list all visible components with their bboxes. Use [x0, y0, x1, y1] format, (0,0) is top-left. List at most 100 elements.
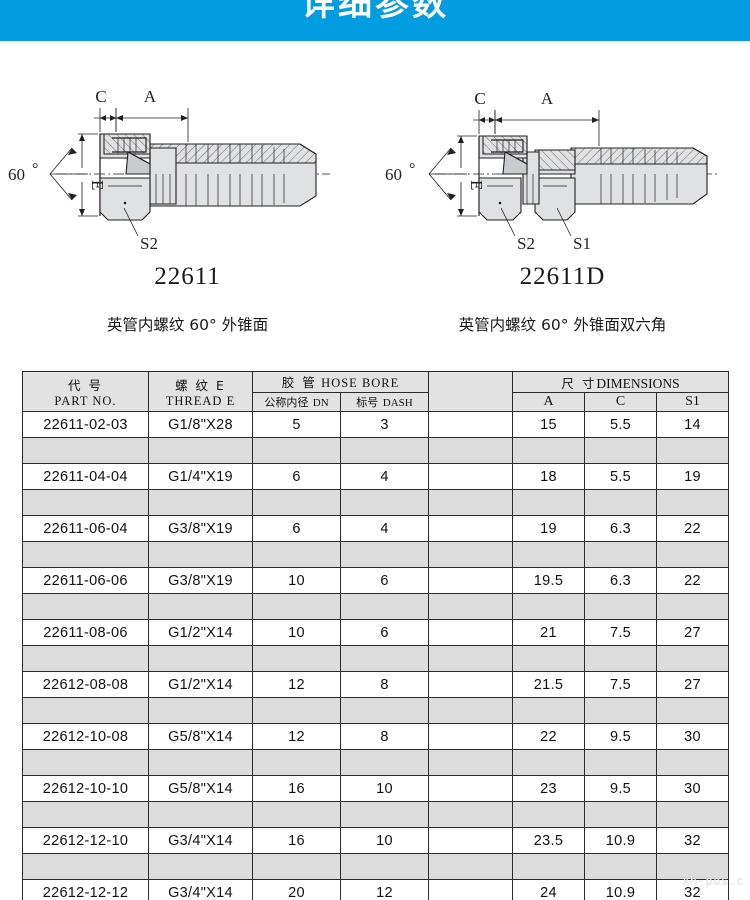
spacer-cell: [339, 749, 430, 776]
column-header-dimensions-cn: 尺 寸: [561, 375, 597, 391]
diagram-section: 60 ° E C A: [0, 41, 750, 350]
cell-dim-a: 15: [512, 411, 586, 438]
cell-part-no: 22611-08-06: [22, 619, 149, 646]
spacer-cell: [584, 489, 658, 516]
spacer-cell: [22, 541, 149, 568]
cell-dn: 12: [252, 671, 341, 698]
angle-label-left: 60: [8, 165, 25, 184]
specifications-table: 代 号 PART NO. 螺 纹 E THREAD E 胶 管 HOSE BOR…: [22, 371, 730, 900]
cell-blank: [428, 515, 514, 542]
column-header-s1: S1: [656, 392, 730, 412]
cell-dash: 8: [339, 723, 430, 750]
column-header-part-no-en: PART NO.: [54, 393, 117, 408]
column-header-dn-en: DN: [312, 397, 329, 409]
cell-thread: G3/8"X19: [148, 515, 253, 542]
column-header-part-no-cn: 代 号: [68, 377, 103, 393]
spacer-cell: [512, 437, 586, 464]
spacer-cell: [428, 801, 514, 828]
cell-thread: G5/8"X14: [148, 723, 253, 750]
spacer-cell: [339, 853, 430, 880]
cell-dim-a: 23: [512, 775, 586, 802]
cell-part-no: 22611-06-04: [22, 515, 149, 542]
cell-dn: 16: [252, 827, 341, 854]
cell-dash: 3: [339, 411, 430, 438]
spacer-cell: [252, 801, 341, 828]
cell-dim-c: 10.9: [584, 879, 658, 900]
page-banner: 详细参数: [0, 0, 750, 41]
cell-dim-a: 18: [512, 463, 586, 490]
column-header-hose-bore-en: HOSE BORE: [321, 376, 400, 390]
cell-dn: 10: [252, 567, 341, 594]
cell-part-no: 22611-06-06: [22, 567, 149, 594]
cell-dim-c: 9.5: [584, 723, 658, 750]
column-header-dash-en: DASH: [382, 397, 413, 409]
spacer-cell: [428, 489, 514, 516]
table-spacer-row: [22, 645, 730, 672]
spacer-cell: [428, 437, 514, 464]
spacer-cell: [22, 489, 149, 516]
dimension-label-s1-right: S1: [573, 234, 591, 253]
cell-blank: [428, 879, 514, 900]
cell-blank: [428, 411, 514, 438]
spacer-cell: [22, 749, 149, 776]
spacer-cell: [148, 437, 253, 464]
cell-blank: [428, 463, 514, 490]
cell-dim-a: 19: [512, 515, 586, 542]
spacer-cell: [512, 593, 586, 620]
spacer-cell: [252, 645, 341, 672]
cell-thread: G1/2"X14: [148, 619, 253, 646]
spacer-cell: [656, 801, 730, 828]
column-header-hose-bore-cn: 胶 管: [281, 375, 317, 390]
cell-blank: [428, 775, 514, 802]
cell-dim-a: 24: [512, 879, 586, 900]
dimension-label-s2-right: S2: [517, 234, 535, 253]
spacer-cell: [512, 853, 586, 880]
figure-22611: 60 ° E C A: [0, 41, 375, 350]
cell-dim-a: 19.5: [512, 567, 586, 594]
spacer-cell: [22, 801, 149, 828]
spacer-cell: [148, 697, 253, 724]
column-header-blank: [428, 371, 514, 412]
degree-symbol-right: °: [409, 161, 415, 178]
cell-part-no: 22612-12-10: [22, 827, 149, 854]
spacer-cell: [656, 489, 730, 516]
spacer-cell: [148, 645, 253, 672]
cell-thread: G3/4"X14: [148, 827, 253, 854]
spacer-cell: [339, 489, 430, 516]
spacer-cell: [148, 853, 253, 880]
cell-dim-a: 22: [512, 723, 586, 750]
spacer-cell: [339, 801, 430, 828]
spacer-cell: [512, 801, 586, 828]
cell-dim-s1: 22: [656, 515, 730, 542]
spacer-cell: [22, 697, 149, 724]
column-header-dash-cn: 标号: [356, 396, 379, 409]
table-spacer-row: [22, 437, 730, 464]
cell-dash: 6: [339, 567, 430, 594]
spacer-cell: [428, 697, 514, 724]
table-header-row-secondary: 公称内径 DN 标号 DASH A C S1: [23, 392, 730, 412]
cell-dim-s1: 27: [656, 619, 730, 646]
cell-thread: G5/8"X14: [148, 775, 253, 802]
cell-dim-a: 23.5: [512, 827, 586, 854]
column-header-thread: 螺 纹 E THREAD E: [148, 371, 253, 412]
degree-symbol-left: °: [32, 161, 38, 178]
spacer-cell: [339, 697, 430, 724]
spacer-cell: [428, 593, 514, 620]
column-header-dn: 公称内径 DN: [252, 392, 341, 412]
spacer-cell: [252, 697, 341, 724]
figure-description-22611D: 英管内螺纹 60° 外锥面双六角: [458, 316, 667, 334]
cell-dim-s1: 32: [656, 879, 730, 900]
spacer-cell: [512, 697, 586, 724]
cell-dn: 6: [252, 515, 341, 542]
table-header: 代 号 PART NO. 螺 纹 E THREAD E 胶 管 HOSE BOR…: [22, 371, 730, 412]
spacer-cell: [339, 593, 430, 620]
cell-blank: [428, 567, 514, 594]
cell-blank: [428, 723, 514, 750]
cell-blank: [428, 619, 514, 646]
figure-22611D: 60 ° E C A S: [375, 41, 750, 350]
